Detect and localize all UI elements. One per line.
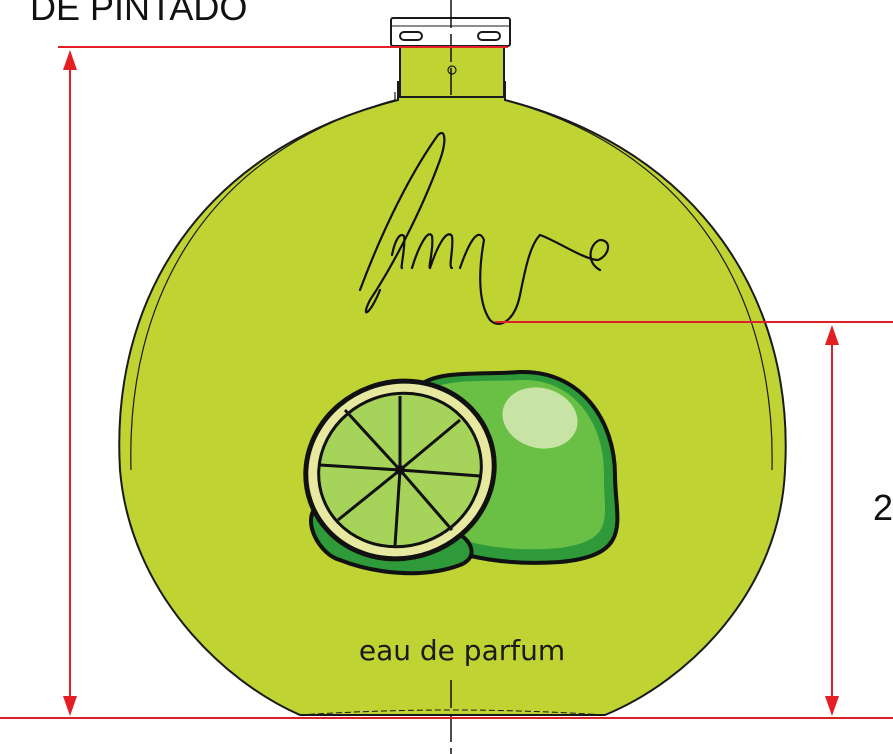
lime-script-logo: [358, 132, 610, 325]
drawing-heading: DE PINTADO: [30, 0, 248, 28]
bottle-neck: [399, 41, 505, 98]
product-type-label: eau de parfum: [359, 634, 565, 667]
dimension-value-label: 2: [873, 487, 893, 528]
lime-illustration: [303, 369, 620, 576]
logo-height-dimension: [825, 325, 839, 716]
height-dimension: [58, 46, 508, 716]
